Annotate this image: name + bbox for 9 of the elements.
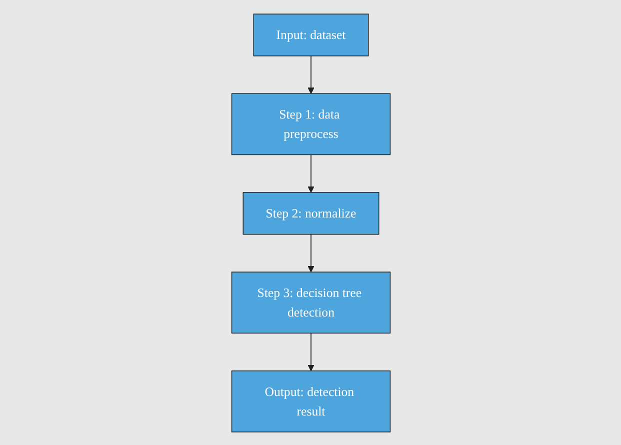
arrow [307,154,314,192]
node-box: Input: dataset [252,13,368,56]
arrow [307,332,314,371]
node-box: Step 2: normalize [242,192,379,234]
node-box: Step 1: data preprocess [230,92,390,155]
arrow [307,233,314,272]
node-box: Step 3: decision tree detection [230,271,390,334]
node-box: Output: detection result [230,370,390,432]
arrow [307,54,314,94]
